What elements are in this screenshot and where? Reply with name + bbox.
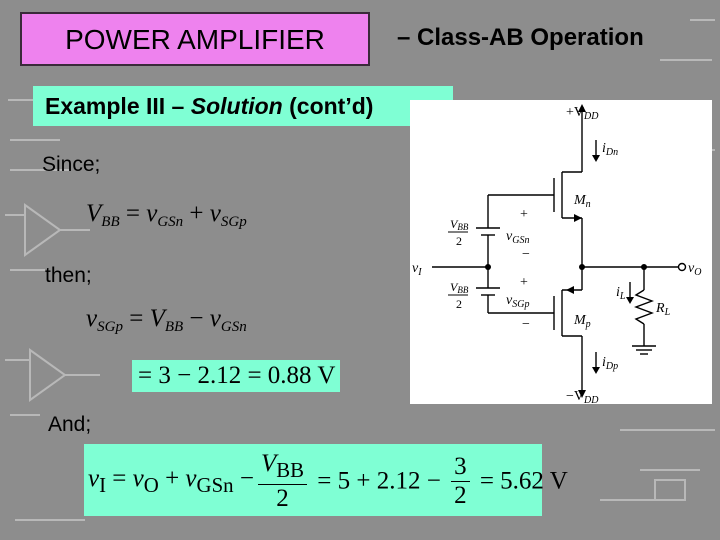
- vdd-arrowhead: [578, 104, 586, 112]
- eq4-term2-sub: GSn: [196, 473, 234, 497]
- eq4-frac1-den: 2: [276, 485, 289, 512]
- equation-2: vSGp = VBB − vGSn: [86, 305, 247, 336]
- vsgp-minus: −: [522, 317, 530, 332]
- mp-source-arrow: [566, 286, 574, 294]
- output-terminal: [677, 262, 687, 272]
- vi-label: vI: [412, 261, 422, 278]
- title-box: POWER AMPLIFIER: [20, 12, 370, 66]
- eq1-lhs-sub: BB: [101, 214, 120, 230]
- eq2-term2: v: [209, 305, 221, 332]
- eq2-lhs: v: [86, 305, 98, 332]
- eq2-term2-sub: GSn: [220, 319, 247, 335]
- idn-arrowhead: [592, 155, 600, 162]
- page-title: POWER AMPLIFIER: [65, 24, 325, 55]
- eq4-frac2-den: 2: [454, 482, 467, 509]
- eq1-term1: v: [146, 200, 158, 227]
- vbb-top-denominator: 2: [456, 234, 462, 248]
- vss-arrowhead: [578, 390, 586, 398]
- vgsn-minus: −: [522, 247, 530, 262]
- then-label: then;: [45, 264, 92, 287]
- eq4-term1: v: [132, 465, 144, 492]
- vbb-bottom-label: VBB: [450, 280, 469, 295]
- class-ab-circuit-diagram: +VDD −VDD iDn iDp Mn Mp vI vO iL RL vGSn…: [410, 100, 712, 404]
- vbb-top-label: VBB: [450, 217, 469, 232]
- eq4-operator1: +: [158, 465, 186, 492]
- eq2-term1-sub: BB: [164, 319, 184, 335]
- idn-label: iDn: [602, 141, 618, 158]
- equation-3-result-box: = 3 − 2.12 = 0.88 V: [132, 360, 340, 392]
- vss-label: −VDD: [566, 389, 599, 404]
- example-heading: Example III – Solution (cont’d): [33, 86, 453, 126]
- eq4-frac2-num: 3: [451, 453, 470, 482]
- eq2-lhs-sub: SGp: [97, 319, 123, 335]
- eq1-term1-sub: GSn: [157, 214, 184, 230]
- example-suffix: (cont’d): [282, 93, 374, 119]
- rl-label: RL: [655, 301, 671, 318]
- eq1-lhs: V: [86, 200, 102, 227]
- eq1-term2: v: [209, 200, 221, 227]
- equation-1: VBB = vGSn + vSGp: [86, 200, 247, 231]
- eq4-term1-sub: O: [143, 473, 159, 497]
- eq4-equals: =: [106, 465, 133, 492]
- vgsn-label: vGSn: [506, 229, 529, 246]
- vdd-label: +VDD: [566, 105, 599, 122]
- eq4-frac1-num: V: [260, 450, 277, 477]
- vsgp-label: vSGp: [506, 293, 529, 310]
- input-node-dot: [485, 264, 491, 270]
- vbb-bottom-denominator: 2: [456, 297, 462, 311]
- load-resistor: [634, 289, 654, 325]
- eq4-result: = 5.62 V: [473, 467, 568, 495]
- eq2-equals: =: [122, 305, 150, 332]
- circuit-svg: +VDD −VDD iDn iDp Mn Mp vI vO iL RL vGSn…: [412, 104, 701, 404]
- eq2-term1: V: [149, 305, 165, 332]
- idp-label: iDp: [602, 355, 618, 372]
- eq1-equals: =: [119, 200, 147, 227]
- vgsn-plus: +: [520, 207, 528, 222]
- output-node-dot: [579, 264, 585, 270]
- idp-arrowhead: [592, 367, 600, 374]
- example-solution: Solution: [190, 93, 283, 119]
- page-subtitle: – Class-AB Operation: [397, 24, 644, 51]
- eq3-text: = 3 − 2.12 = 0.88 V: [138, 362, 336, 389]
- eq4-operator2: −: [233, 465, 254, 492]
- eq4-frac1-num-sub: BB: [276, 458, 305, 482]
- rl-node-dot: [641, 264, 647, 270]
- mp-label: Mp: [573, 313, 591, 330]
- eq2-operator: −: [183, 305, 210, 332]
- eq4-mid: = 5 + 2.12 −: [311, 467, 448, 495]
- example-prefix: Example III –: [45, 93, 191, 119]
- eq1-operator: +: [183, 200, 210, 227]
- eq4-lhs-sub: I: [99, 473, 107, 497]
- and-label: And;: [48, 413, 92, 436]
- il-arrowhead: [626, 297, 634, 304]
- mn-label: Mn: [573, 193, 591, 210]
- vo-label: vO: [688, 261, 701, 278]
- il-label: iL: [616, 285, 626, 302]
- vsgp-plus: +: [520, 275, 528, 290]
- eq1-term2-sub: SGp: [220, 214, 247, 230]
- mn-source-arrow: [574, 214, 582, 222]
- eq4-term2: v: [185, 465, 197, 492]
- eq4-lhs: v: [88, 465, 100, 492]
- since-label: Since;: [42, 153, 101, 176]
- eq4-fraction-vbb: VBB 2: [257, 450, 308, 513]
